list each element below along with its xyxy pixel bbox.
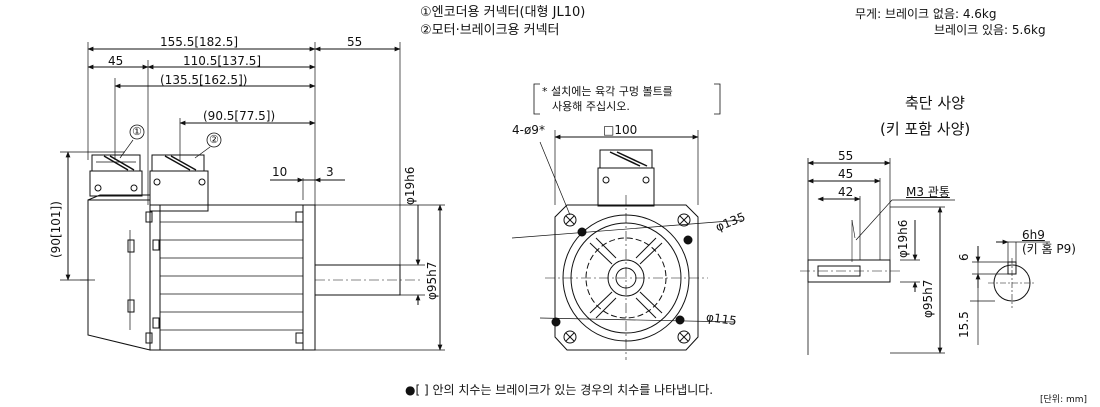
unit-label: [단위: mm] [1040, 395, 1088, 405]
key-dim-6: 6 [957, 253, 971, 261]
m3-through-label: M3 관통 [906, 185, 950, 199]
dim-height: (90[101]) [49, 201, 63, 258]
hole-spec-label: 4-ø9* [512, 123, 545, 137]
shaft-dia-19: φ19h6 [896, 219, 910, 258]
square-size-label: □100 [603, 123, 638, 137]
weight-with-brake: 브레이크 있음: 5.6kg [934, 23, 1046, 37]
motor-brake-connector-label: ②모터·브레이크용 커넥터 [420, 23, 560, 38]
shaft-dim-45: 45 [838, 167, 854, 181]
dim-total-length: 155.5[182.5] [160, 35, 239, 49]
brake-dimension-note: ●[ ] 안의 치수는 브레이크가 있는 경우의 치수를 나타냅니다. [405, 383, 714, 397]
shaft-spec-title: 축단 사양 [905, 94, 965, 112]
dim-110: 110.5[137.5] [183, 54, 262, 68]
key-dim-15-5: 15.5 [957, 311, 971, 338]
callout-1: ① [132, 125, 142, 138]
install-note-line-1: * 설치에는 육각 구멍 볼트를 [542, 85, 673, 98]
callout-2: ② [209, 133, 219, 146]
dim-90-5: (90.5[77.5]) [203, 109, 276, 123]
front-view [511, 83, 743, 360]
dim-shaft-length: 55 [347, 35, 363, 49]
shaft-dim-42: 42 [838, 185, 854, 199]
side-view [60, 42, 445, 351]
shaft-dim-55: 55 [838, 149, 854, 163]
dim-3: 3 [326, 165, 334, 179]
shaft-spec-view [800, 158, 1050, 355]
dim-pilot-diameter: φ95h7 [425, 261, 439, 300]
dim-10: 10 [272, 165, 288, 179]
dim-135: (135.5[162.5]) [160, 73, 248, 87]
key-width-label: 6h9 [1022, 228, 1045, 242]
encoder-connector-label: ①엔코더용 커넥터(대형 JL10) [420, 5, 586, 20]
shaft-spec-subtitle: (키 포함 사양) [880, 120, 971, 138]
dim-45: 45 [108, 54, 124, 68]
install-note-line-2: 사용해 주십시오. [552, 100, 630, 113]
weight-no-brake: 무게: 브레이크 없음: 4.6kg [855, 7, 997, 21]
dim-shaft-diameter: φ19h6 [403, 166, 417, 205]
shaft-dia-95: φ95h7 [921, 279, 935, 318]
key-groove-note: (키 홈 P9) [1022, 242, 1076, 256]
